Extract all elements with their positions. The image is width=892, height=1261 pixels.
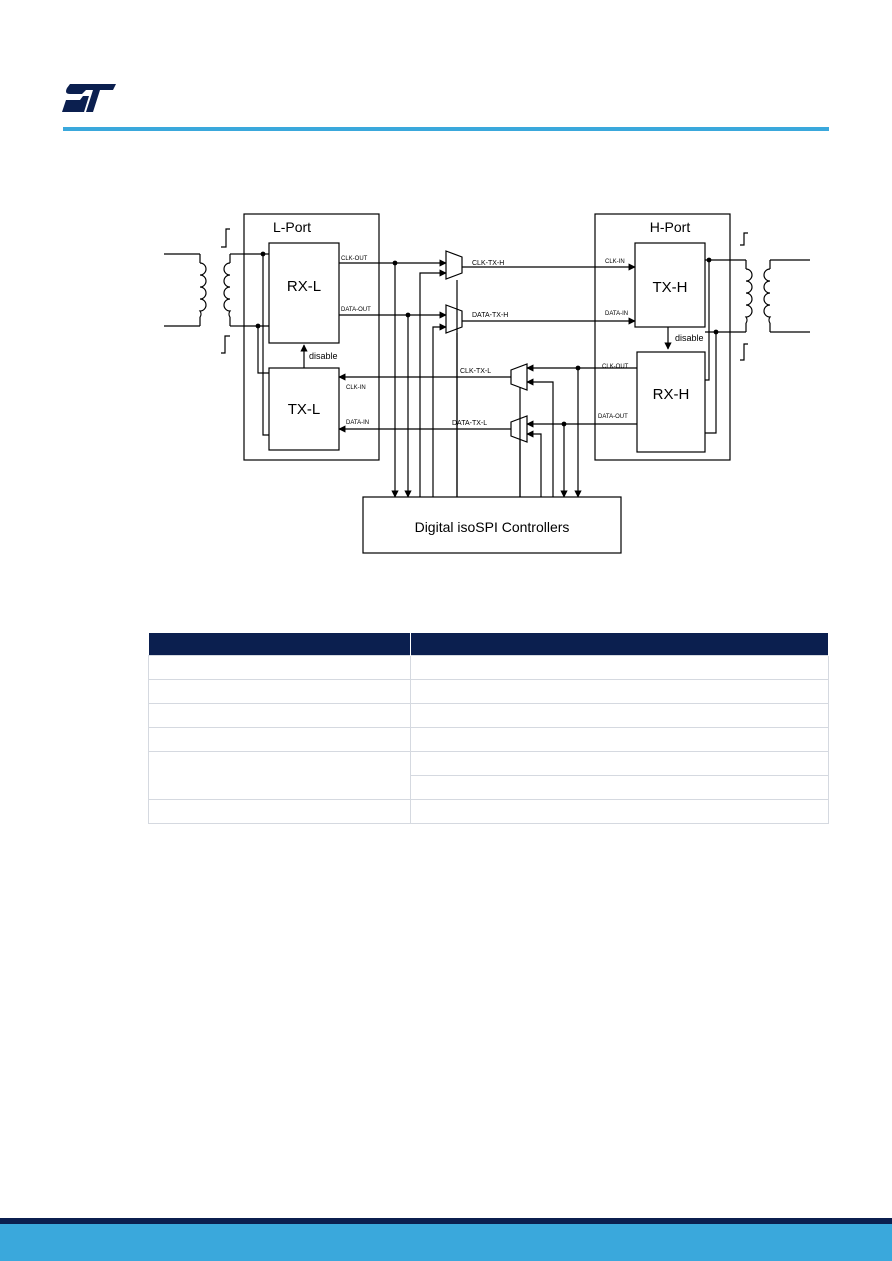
table-row	[148, 727, 829, 752]
controllers-label: Digital isoSPI Controllers	[415, 519, 570, 535]
clk-in-l-label: CLK-IN	[346, 385, 366, 391]
mux-clk-tx-l	[510, 363, 528, 391]
table-header-cell	[410, 633, 829, 656]
isospi-block-diagram: L-Port H-Port RX-L TX-L TX-H RX-H disabl…	[164, 213, 810, 554]
table-row	[148, 655, 829, 680]
h-port-frame	[594, 213, 731, 461]
right-transformer	[705, 232, 810, 361]
table-cell	[410, 655, 829, 680]
table-cell	[148, 799, 411, 824]
table-row	[148, 703, 829, 728]
tx-h-label: TX-H	[653, 279, 688, 296]
clk-in-h-label: CLK-IN	[605, 259, 625, 265]
disable-label-l: disable	[309, 351, 338, 361]
data-tx-h-label: DATA-TX-H	[472, 312, 508, 319]
table-cell	[410, 727, 829, 752]
footer-band-dark	[0, 1218, 892, 1224]
table-cell	[148, 703, 411, 728]
data-in-h-label: DATA-IN	[605, 311, 628, 317]
rx-h-block	[636, 351, 706, 453]
table-header-cell	[148, 633, 411, 656]
data-tx-l-label: DATA-TX-L	[452, 420, 487, 427]
table-row	[148, 751, 829, 800]
rx-l-label: RX-L	[287, 278, 321, 295]
table-cell	[410, 799, 829, 824]
table-cell	[410, 679, 829, 704]
header-rule	[63, 127, 829, 131]
data-out-l-label: DATA-OUT	[341, 307, 371, 313]
data-out-h-label: DATA-OUT	[598, 414, 628, 420]
table-cell	[148, 655, 411, 680]
l-port-label: L-Port	[273, 219, 311, 235]
rx-l-block	[268, 242, 340, 344]
tx-h-block	[634, 242, 706, 328]
clk-out-h-label: CLK-OUT	[602, 364, 629, 370]
table-cell	[410, 775, 829, 800]
tx-l-label: TX-L	[288, 401, 321, 418]
rx-h-label: RX-H	[653, 386, 690, 403]
l-port-frame	[243, 213, 380, 461]
clk-out-l-label: CLK-OUT	[341, 256, 368, 262]
table-cell	[148, 751, 411, 800]
signal-table	[148, 633, 829, 824]
table-cell	[148, 727, 411, 752]
footer-band	[0, 1224, 892, 1261]
clk-tx-l-label: CLK-TX-L	[460, 368, 491, 375]
mux-clk-tx-h	[445, 250, 463, 280]
table-cell	[410, 703, 829, 728]
left-transformer	[164, 228, 244, 354]
controllers-block	[362, 496, 622, 554]
mux-data-tx-h	[445, 304, 463, 334]
table-header-row	[148, 633, 829, 656]
clk-tx-h-label: CLK-TX-H	[472, 260, 504, 267]
table-cell	[148, 679, 411, 704]
disable-label-h: disable	[675, 333, 704, 343]
data-in-l-label: DATA-IN	[346, 420, 369, 426]
table-row	[148, 799, 829, 824]
st-logo-icon	[62, 84, 116, 112]
mux-data-tx-l	[510, 415, 528, 443]
table-row	[148, 679, 829, 704]
h-port-label: H-Port	[650, 219, 691, 235]
table-cell	[410, 751, 829, 776]
